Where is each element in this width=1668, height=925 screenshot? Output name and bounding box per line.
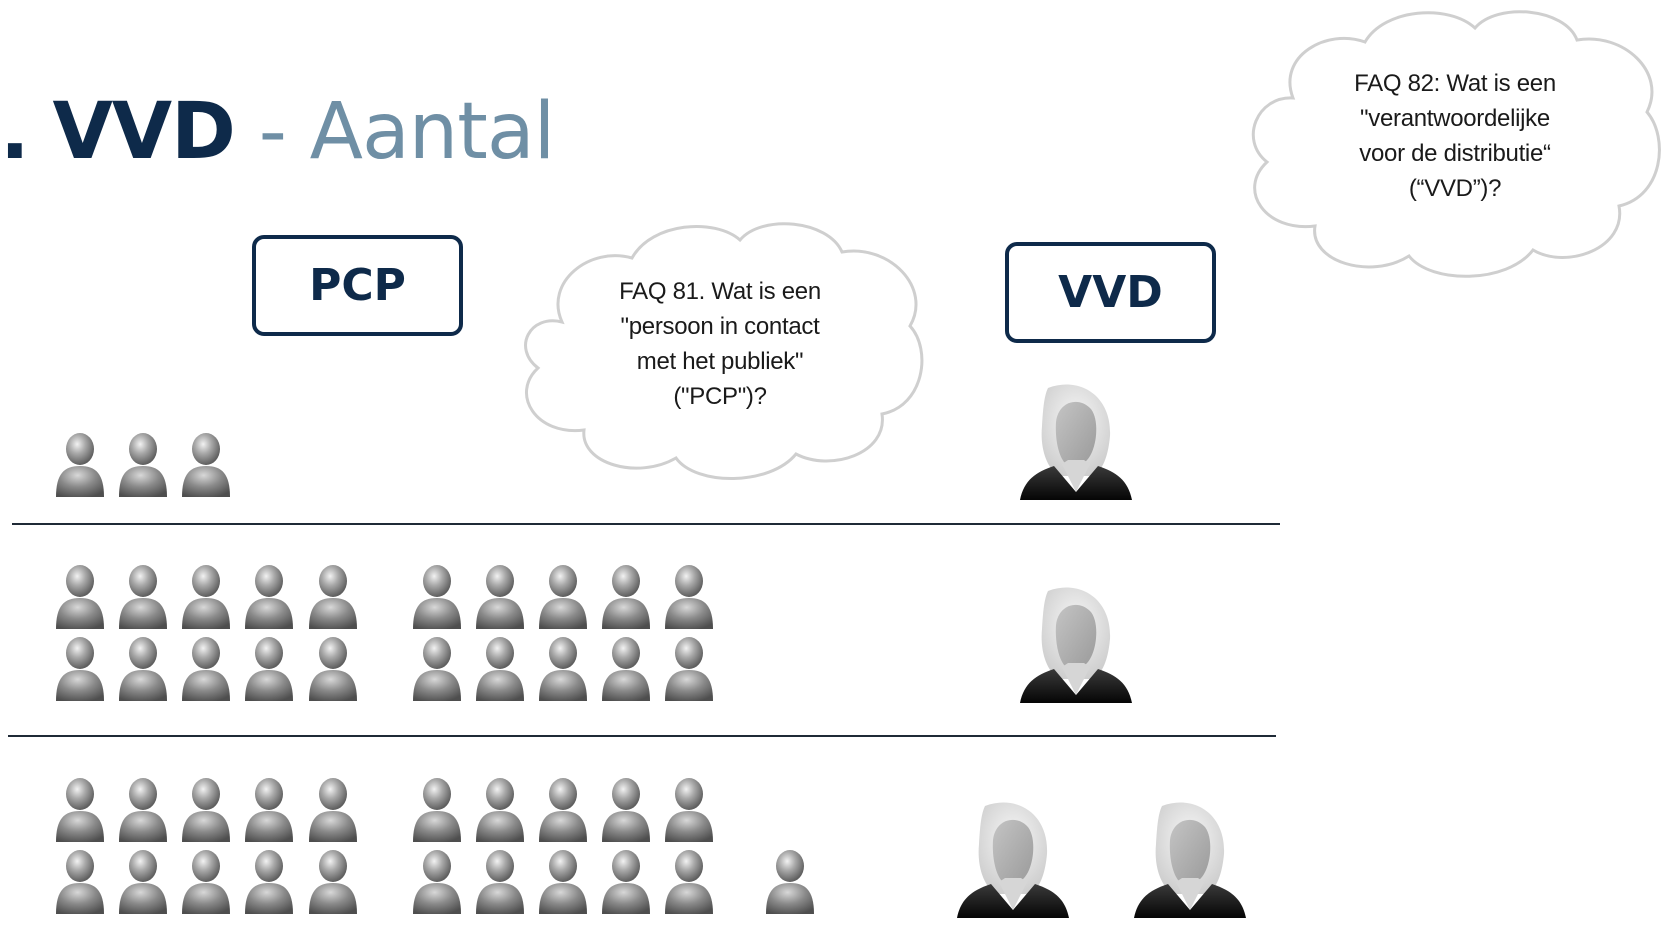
person-icon (52, 773, 108, 843)
person-icon (52, 632, 108, 702)
pcp-header-box: PCP (252, 235, 463, 336)
woman-avatar-icon (1018, 585, 1134, 705)
person-icon (305, 773, 361, 843)
person-icon (598, 632, 654, 702)
person-icon (115, 845, 171, 915)
person-icon (52, 560, 108, 630)
person-icon (241, 773, 297, 843)
cloud-shape-icon (524, 222, 924, 480)
faq-81-line-3: met het publiek" (636, 348, 804, 375)
person-icon (115, 632, 171, 702)
title-acronym: VVD (52, 87, 235, 177)
person-icon (472, 845, 528, 915)
person-icon (52, 428, 108, 498)
person-icon (472, 560, 528, 630)
person-icon (241, 632, 297, 702)
person-icon (409, 632, 465, 702)
title-rest: - Aantal (234, 87, 556, 177)
row-divider-1 (12, 523, 1280, 525)
person-icon (115, 428, 171, 498)
woman-avatar-icon (1132, 800, 1248, 920)
person-icon (661, 773, 717, 843)
faq-81-cloud: FAQ 81. Wat is een "persoon in contact m… (500, 210, 940, 485)
row-divider-2 (8, 735, 1276, 737)
person-icon (305, 632, 361, 702)
person-icon (52, 845, 108, 915)
person-icon (178, 632, 234, 702)
person-icon (598, 845, 654, 915)
faq-82-line-4: (“VVD”)? (1408, 175, 1502, 202)
person-icon (241, 560, 297, 630)
slide-title: . VVD - Aantal (0, 82, 556, 182)
faq-82-line-1: FAQ 82: Wat is een (1354, 70, 1556, 97)
person-icon (178, 428, 234, 498)
person-icon (409, 560, 465, 630)
person-icon (178, 560, 234, 630)
person-icon (661, 632, 717, 702)
person-icon (115, 773, 171, 843)
title-prefix: . (0, 87, 30, 177)
vvd-header-box: VVD (1005, 242, 1216, 343)
person-icon (409, 773, 465, 843)
person-icon (472, 632, 528, 702)
person-icon (535, 560, 591, 630)
person-icon (661, 845, 717, 915)
person-icon (598, 773, 654, 843)
person-icon (661, 560, 717, 630)
person-icon (115, 560, 171, 630)
person-icon (409, 845, 465, 915)
person-icon (178, 773, 234, 843)
person-icon (178, 845, 234, 915)
faq-81-line-1: FAQ 81. Wat is een (619, 278, 821, 305)
person-icon (535, 632, 591, 702)
person-icon (535, 773, 591, 843)
faq-81-line-2: "persoon in contact (620, 313, 820, 340)
person-icon (762, 845, 818, 915)
person-icon (305, 560, 361, 630)
person-icon (598, 560, 654, 630)
person-icon (305, 845, 361, 915)
faq-82-line-2: "verantwoordelijke (1360, 105, 1550, 132)
faq-81-line-4: ("PCP")? (673, 383, 767, 410)
faq-82-line-3: voor de distributie“ (1359, 140, 1551, 167)
woman-avatar-icon (1018, 382, 1134, 502)
cloud-shape-icon (1251, 10, 1661, 278)
person-icon (472, 773, 528, 843)
person-icon (535, 845, 591, 915)
faq-82-cloud: FAQ 82: Wat is een "verantwoordelijke vo… (1235, 0, 1668, 285)
person-icon (241, 845, 297, 915)
woman-avatar-icon (955, 800, 1071, 920)
